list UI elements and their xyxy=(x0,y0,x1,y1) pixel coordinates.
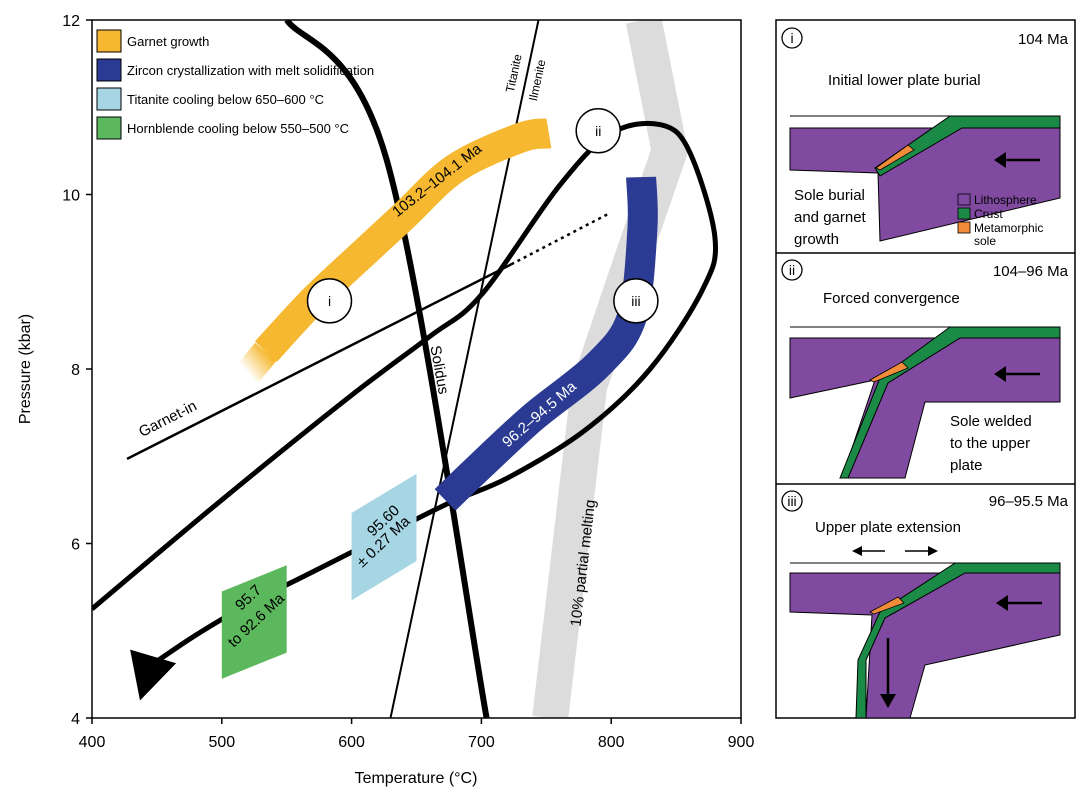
garnet-in-line xyxy=(126,263,512,461)
titanite-label: Titanite xyxy=(503,52,525,93)
panel-age: 104–96 Ma xyxy=(993,263,1069,280)
y-tick-label: 12 xyxy=(62,13,80,30)
zircon-segment xyxy=(434,176,658,511)
stage-marker xyxy=(781,27,803,49)
garnet-growth-fade xyxy=(237,342,277,383)
panel-note: to the upper xyxy=(950,435,1030,452)
panel-legend-label: Crust xyxy=(974,207,1003,221)
stage-numeral: i xyxy=(790,30,793,46)
x-tick-label: 600 xyxy=(338,734,365,751)
legend-swatch xyxy=(96,58,122,82)
panel-age: 104 Ma xyxy=(1018,31,1069,48)
stage-marker xyxy=(306,278,353,324)
stage-numeral: ii xyxy=(789,262,795,278)
legend-label: Hornblende cooling below 550–500 °C xyxy=(127,121,349,136)
panel-note: and garnet xyxy=(794,209,867,226)
panel-title: Initial lower plate burial xyxy=(828,72,981,89)
x-tick-label: 500 xyxy=(208,734,235,751)
stage-marker-label: iii xyxy=(631,293,640,309)
hornblende-box xyxy=(221,565,287,679)
y-axis-title: Pressure (kbar) xyxy=(17,314,34,424)
panel-ii: ii 104–96 Ma Forced convergence Sole wel… xyxy=(781,259,1069,479)
ptt-path xyxy=(92,120,719,668)
panel-i: i 104 Ma Initial lower plate burial Sole… xyxy=(781,27,1069,248)
x-axis-title: Temperature (°C) xyxy=(355,770,478,787)
x-tick-label: 900 xyxy=(728,734,755,751)
legend-swatch xyxy=(96,116,122,140)
y-tick-label: 4 xyxy=(71,711,80,728)
tectonic-panels: i 104 Ma Initial lower plate burial Sole… xyxy=(775,19,1076,719)
x-tick-label: 800 xyxy=(598,734,625,751)
x-tick-label: 700 xyxy=(468,734,495,751)
panel-title: Forced convergence xyxy=(823,290,960,307)
panel-title: Upper plate extension xyxy=(815,519,961,536)
panel-age: 96–95.5 Ma xyxy=(989,493,1069,510)
panel-note: Sole welded xyxy=(950,413,1032,430)
stage-marker-label: ii xyxy=(595,123,601,139)
legend-swatch xyxy=(96,29,122,53)
legend-swatch xyxy=(96,87,122,111)
garnet-in-label: Garnet-in xyxy=(136,397,199,440)
legend-label: Garnet growth xyxy=(127,34,209,49)
stage-marker xyxy=(613,278,659,324)
panel-legend-label: Lithosphere xyxy=(974,193,1037,207)
ptt-arrowhead xyxy=(130,649,177,701)
garnet-growth-label: 103.2–104.1 Ma xyxy=(389,140,485,221)
axis-ticks: 400 500 600 700 800 900 4 6 8 10 12 xyxy=(62,13,754,751)
panels-frame xyxy=(775,19,1076,719)
y-tick-label: 6 xyxy=(71,537,80,554)
garnet-in-dotted xyxy=(510,212,610,266)
panel-note: plate xyxy=(950,457,983,474)
panel-note: Sole burial xyxy=(794,187,865,204)
stage-marker xyxy=(575,108,621,154)
stage-marker-label: i xyxy=(328,293,331,309)
panel-legend-label: sole xyxy=(974,234,996,248)
x-tick-label: 400 xyxy=(79,734,106,751)
legend-label: Zircon crystallization with melt solidif… xyxy=(127,63,374,78)
y-tick-label: 8 xyxy=(71,362,80,379)
titanite-box xyxy=(351,473,417,601)
y-tick-label: 10 xyxy=(62,188,80,205)
stage-numeral: iii xyxy=(787,493,796,509)
panel-iii: iii 96–95.5 Ma Upper plate extension xyxy=(781,490,1069,719)
panel-legend-label: Metamorphic xyxy=(974,221,1043,235)
legend-label: Titanite cooling below 650–600 °C xyxy=(127,92,324,107)
panel-note: growth xyxy=(794,231,839,248)
